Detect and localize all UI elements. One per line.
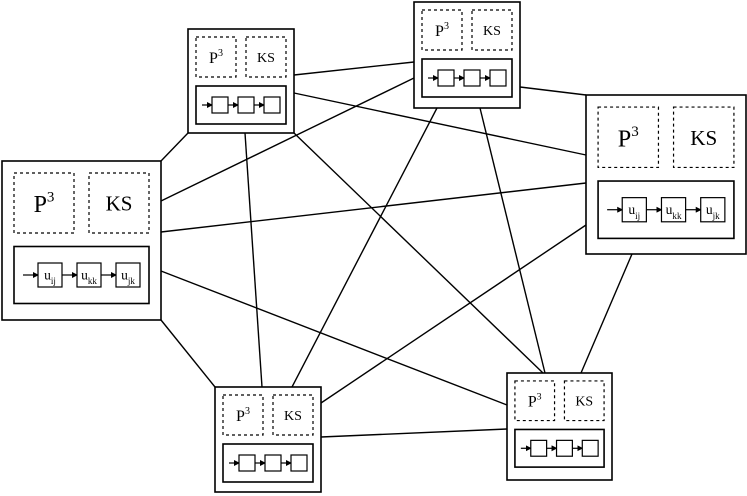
p3-box [195, 36, 237, 78]
edge-node-top-middle-to-node-bottom-right [479, 107, 546, 374]
pipeline-cell [263, 96, 281, 114]
pipeline-cell [76, 262, 102, 288]
pipeline-cell [660, 197, 687, 223]
p3-box [222, 394, 264, 436]
cell-label-jk: ujk [121, 268, 135, 287]
ks-label: KS [690, 126, 717, 150]
pipeline-cell [37, 262, 63, 288]
pipeline-cell [555, 439, 573, 457]
p3-box [597, 106, 660, 169]
node-bottom-right: P3 KS [506, 372, 613, 481]
edge-node-top-left-to-node-right [293, 92, 587, 156]
pipeline-cell [115, 262, 141, 288]
cell-label-jk: ujk [706, 202, 720, 221]
node-right: P3 KS uij ukk ujk [585, 94, 747, 255]
edge-node-left-to-node-bottom-right [160, 270, 508, 406]
ks-label: KS [257, 51, 275, 66]
edge-node-left-to-node-bottom-left [160, 319, 216, 388]
pipeline-cell [530, 439, 548, 457]
cell-label-kk: ukk [81, 268, 97, 287]
cell-label-ij: uij [44, 268, 56, 287]
cell-label-ij: uij [628, 202, 640, 221]
ks-box [471, 9, 513, 51]
p3-label: P3 [34, 190, 55, 219]
node-top-left: P3 KS [187, 28, 295, 134]
ks-box [563, 380, 605, 422]
ks-box [272, 394, 314, 436]
pipeline-cell [290, 454, 308, 472]
edge-node-right-to-node-left [160, 182, 587, 233]
edge-node-top-left-to-node-top-middle [293, 61, 415, 76]
edge-node-top-left-to-node-bottom-right [293, 132, 544, 374]
p3-label: P3 [435, 21, 449, 40]
p3-label: P3 [528, 392, 542, 411]
p3-label: P3 [209, 48, 223, 67]
p3-box [514, 380, 556, 422]
edge-node-top-left-to-node-left [160, 132, 189, 162]
edge-node-right-to-node-bottom-right [580, 253, 633, 374]
ks-label: KS [284, 409, 302, 424]
edge-node-top-left-to-node-bottom-left [244, 132, 263, 388]
p3-label: P3 [618, 124, 639, 153]
edge-node-top-middle-to-node-bottom-left [291, 107, 438, 388]
edge-node-top-middle-to-node-left [160, 77, 415, 202]
edge-node-right-to-node-bottom-left [320, 224, 587, 404]
pipeline-cell [700, 197, 726, 223]
ks-label: KS [575, 394, 593, 409]
pipeline-cell [211, 96, 229, 114]
pipeline-cell [489, 69, 507, 87]
ks-box [672, 106, 735, 169]
node-top-middle: P3 KS [413, 1, 521, 109]
pipeline-cell [621, 197, 647, 223]
edge-node-top-middle-to-node-right [519, 86, 587, 96]
p3-label: P3 [236, 406, 250, 425]
node-bottom-left: P3 KS [214, 386, 322, 493]
ks-label: KS [106, 192, 133, 216]
cell-label-kk: ukk [666, 202, 682, 221]
edges-layer [160, 61, 633, 438]
edge-node-bottom-left-to-node-bottom-right [320, 428, 508, 438]
node-left: P3 KS uij ukk ujk [1, 160, 162, 321]
ks-label: KS [483, 24, 501, 39]
pipeline-cell [238, 454, 256, 472]
pipeline-cell [463, 69, 481, 87]
ks-box [88, 172, 150, 234]
pipeline-cell [437, 69, 455, 87]
pipeline-cell [264, 454, 282, 472]
pipeline-cell [237, 96, 255, 114]
pipeline-cell [581, 439, 599, 457]
p3-box [421, 9, 463, 51]
p3-box [13, 172, 75, 234]
ks-box [245, 36, 287, 78]
